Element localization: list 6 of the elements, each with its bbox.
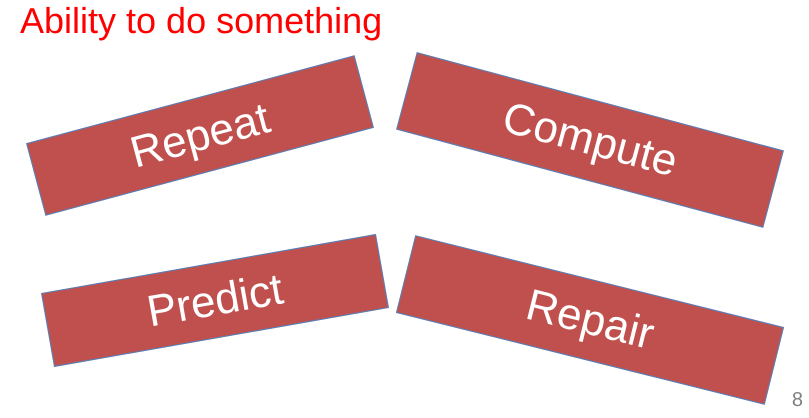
card-label: Repeat <box>125 92 275 178</box>
card-label: Compute <box>497 92 683 188</box>
page-number: 8 <box>792 389 803 412</box>
slide-title: Ability to do something <box>20 0 382 42</box>
card-label: Repair <box>521 280 659 360</box>
card-label: Predict <box>143 264 287 336</box>
